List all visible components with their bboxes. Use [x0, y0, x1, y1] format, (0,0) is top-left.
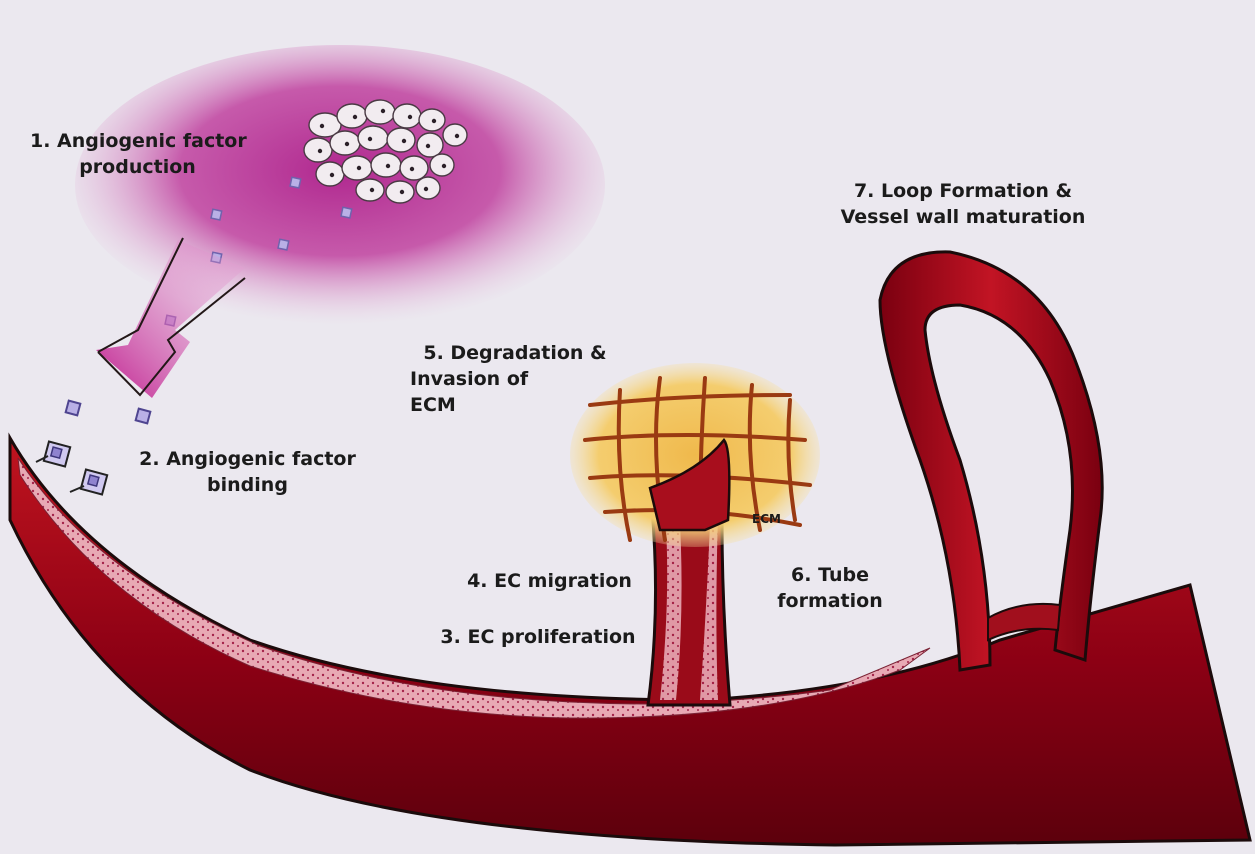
- label-step7-line2: Vessel wall maturation: [818, 204, 1108, 230]
- label-step2-line1: 2. Angiogenic factor: [120, 446, 375, 472]
- label-step3: 3. EC proliferation: [418, 624, 658, 650]
- ecm-tag: ECM: [752, 512, 781, 526]
- label-step6-line2: formation: [760, 588, 900, 614]
- label-step2-line2: binding: [120, 472, 375, 498]
- label-step7: 7. Loop Formation & Vessel wall maturati…: [818, 178, 1108, 230]
- label-step5-line2: Invasion of: [410, 366, 620, 392]
- label-step5-line3: ECM: [410, 392, 620, 418]
- label-step1-line2: production: [30, 154, 245, 180]
- label-step1-line1: 1. Angiogenic factor: [30, 128, 245, 154]
- label-step7-line1: 7. Loop Formation &: [818, 178, 1108, 204]
- label-step5-line1: 5. Degradation &: [410, 340, 620, 366]
- label-step3-line1: 3. EC proliferation: [418, 624, 658, 650]
- label-step2: 2. Angiogenic factor binding: [120, 446, 375, 498]
- label-step4: 4. EC migration: [452, 568, 647, 594]
- label-step4-line1: 4. EC migration: [452, 568, 647, 594]
- tumor-cloud: [75, 45, 605, 325]
- label-step5: 5. Degradation & Invasion of ECM: [410, 340, 620, 418]
- label-step1: 1. Angiogenic factor production: [30, 128, 245, 180]
- label-step6-line1: 6. Tube: [760, 562, 900, 588]
- label-step6: 6. Tube formation: [760, 562, 900, 614]
